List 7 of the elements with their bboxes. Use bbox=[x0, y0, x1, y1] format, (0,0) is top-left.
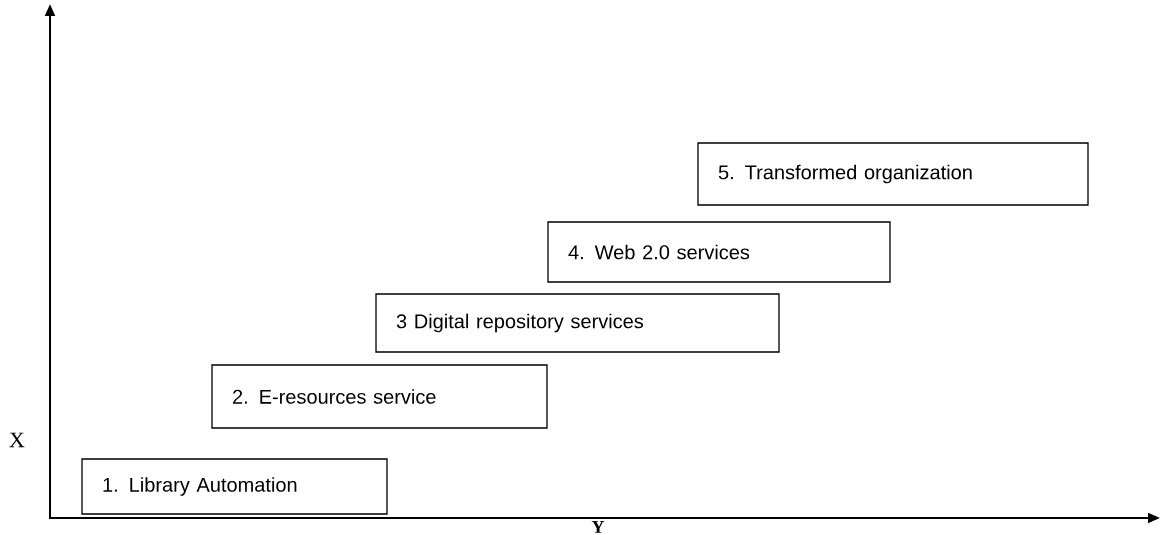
stage-box: 2. E-resources service bbox=[211, 364, 548, 429]
stage-box: 3 Digital repository services bbox=[375, 293, 780, 353]
stage-box: 5. Transformed organization bbox=[697, 142, 1089, 206]
stage-box: 4. Web 2.0 services bbox=[547, 221, 891, 283]
axis-label: Y bbox=[591, 521, 605, 533]
stage-box: 1. Library Automation bbox=[81, 458, 388, 515]
axis-label: X bbox=[9, 432, 25, 448]
